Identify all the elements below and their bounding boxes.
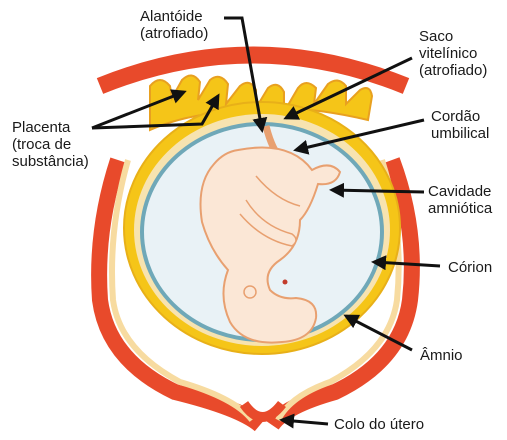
fetus-eye [283, 280, 288, 285]
label-cavidade-amniotica: Cavidade amniótica [428, 183, 492, 217]
cavidade-amniotica-arrow [332, 190, 424, 192]
label-amnio: Âmnio [420, 347, 463, 364]
label-corion: Córion [448, 259, 492, 276]
label-alantoide: Alantóide (atrofiado) [140, 8, 208, 42]
label-colo-do-utero: Colo do útero [334, 416, 424, 433]
label-saco-vitelinico: Saco vitelínico (atrofiado) [419, 28, 487, 79]
label-placenta: Placenta (troca de substância) [12, 119, 89, 170]
label-cordao-umbilical: Cordão umbilical [431, 108, 489, 142]
colo-do-utero-arrow [282, 420, 328, 424]
cervix [244, 404, 282, 417]
